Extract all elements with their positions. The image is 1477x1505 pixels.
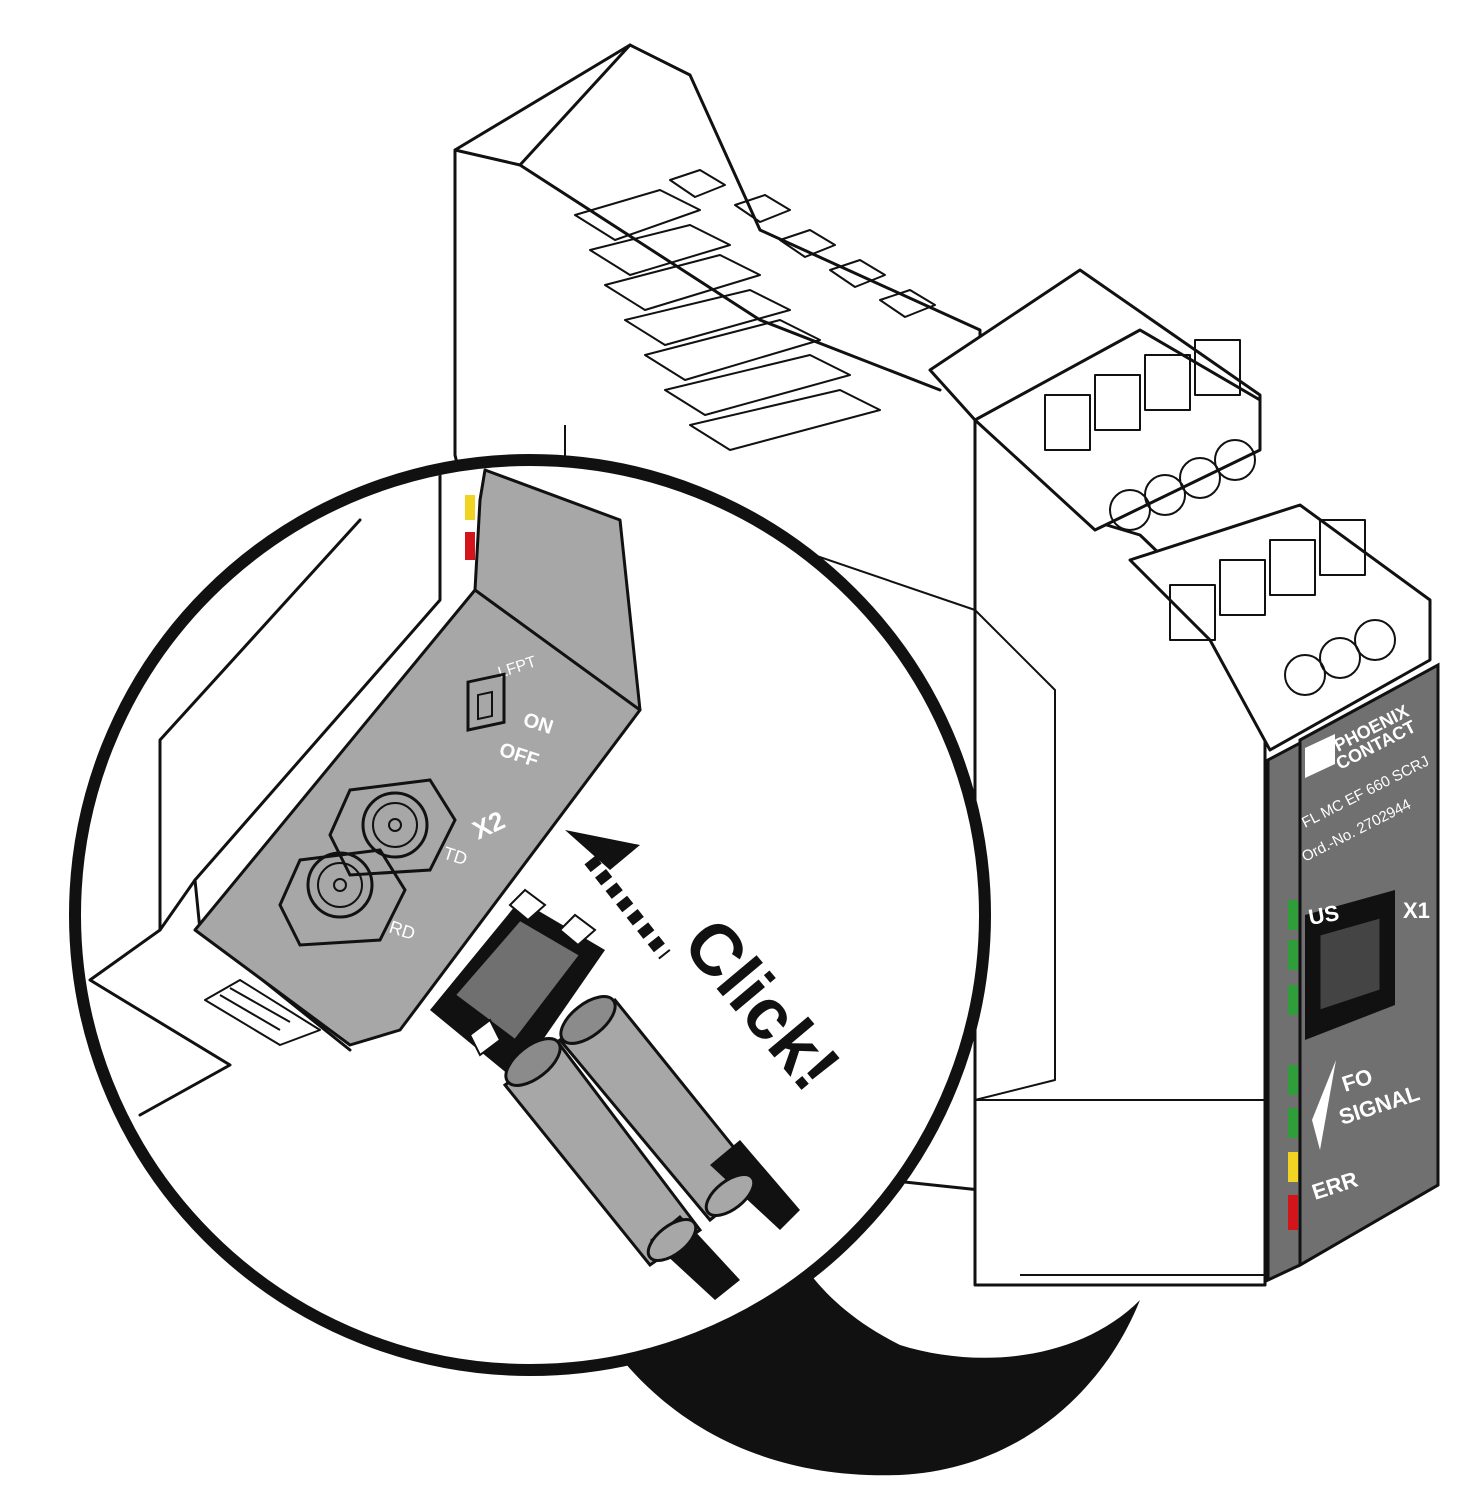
led-yellow <box>1288 1152 1298 1182</box>
phoenix-logo-icon <box>1305 734 1335 778</box>
port-rd <box>278 848 407 947</box>
insert-direction-arrow-icon <box>565 830 671 960</box>
status-leds <box>1288 900 1298 1230</box>
port-x1-label: X1 <box>1403 898 1430 923</box>
vent-slots <box>574 169 936 451</box>
terminal-block-lower <box>1169 519 1396 696</box>
scrj-connector-plug[interactable] <box>430 888 800 1300</box>
terminal-block-upper <box>1044 339 1256 531</box>
led-us-label: US <box>1307 900 1341 930</box>
port-td <box>328 778 457 877</box>
signal-strength-icon <box>1312 1060 1336 1150</box>
led-green-1 <box>1288 900 1298 930</box>
led-red <box>1288 1195 1298 1230</box>
led-green-3 <box>1288 985 1298 1015</box>
led-green-2 <box>1288 940 1298 970</box>
led-green-5 <box>1288 1108 1298 1138</box>
lfpt-switch[interactable] <box>466 672 506 732</box>
led-green-4 <box>1288 1065 1298 1095</box>
zoom-callout: LFPT ON OFF X2 TD RD <box>69 454 1140 1476</box>
